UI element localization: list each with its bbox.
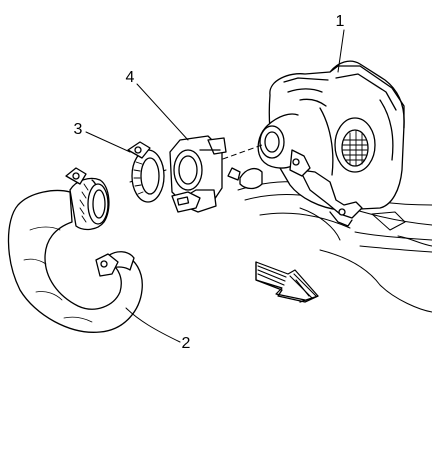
callout-4: 4: [126, 69, 135, 86]
intake-duct: [7, 167, 143, 333]
callout-labels: 1 2 3 4: [74, 13, 345, 352]
clamp-ring: [127, 141, 165, 203]
throttle-body: [169, 135, 227, 213]
hose-fitting: [289, 149, 311, 177]
air-cleaner-housing: [257, 60, 405, 227]
callout-1: 1: [336, 13, 345, 30]
forward-arrow-icon: [255, 261, 319, 303]
callout-3: 3: [74, 121, 83, 138]
retaining-clip: [227, 167, 263, 190]
leader-lines: [85, 29, 345, 343]
filter-mesh: [342, 130, 368, 167]
callout-2: 2: [182, 335, 191, 352]
